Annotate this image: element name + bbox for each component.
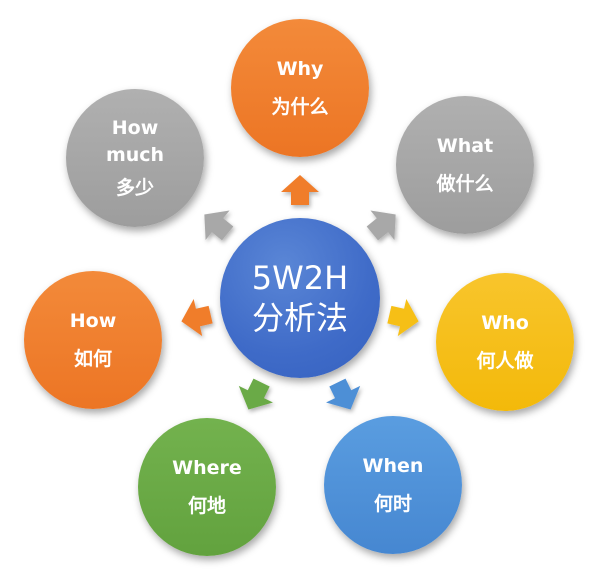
node-what-en: What bbox=[436, 134, 494, 157]
node-where: Where 何地 bbox=[138, 418, 276, 556]
arrow-why-icon bbox=[281, 175, 319, 205]
node-what-zh: 做什么 bbox=[436, 172, 494, 195]
node-what: What 做什么 bbox=[396, 96, 534, 234]
node-how-much-en: How much bbox=[105, 116, 165, 166]
node-where-zh: 何地 bbox=[187, 494, 226, 517]
arrow-how-much-icon bbox=[192, 199, 240, 249]
node-who-en: Who bbox=[481, 311, 529, 334]
arrow-where-icon bbox=[231, 374, 279, 418]
center-title-zh: 分析法 bbox=[251, 299, 348, 337]
node-how-much-zh: 多少 bbox=[115, 176, 154, 199]
node-how-en: How bbox=[69, 309, 117, 332]
arrow-when-icon bbox=[320, 374, 368, 418]
node-where-en: Where bbox=[172, 456, 242, 479]
node-when-en: When bbox=[362, 454, 424, 477]
node-how-zh: 如何 bbox=[73, 347, 112, 370]
node-when: When 何时 bbox=[324, 416, 462, 554]
node-why-en: Why bbox=[276, 57, 324, 80]
node-how: How 如何 bbox=[24, 271, 162, 409]
arrow-what-icon bbox=[360, 199, 408, 249]
node-why-zh: 为什么 bbox=[271, 95, 329, 118]
node-how-much: How much 多少 bbox=[66, 89, 204, 227]
node-when-zh: 何时 bbox=[373, 492, 412, 515]
center-title-en: 5W2H bbox=[251, 259, 349, 297]
node-why: Why 为什么 bbox=[231, 19, 369, 157]
node-who: Who 何人做 bbox=[436, 273, 574, 411]
node-who-zh: 何人做 bbox=[476, 349, 534, 372]
arrow-who-icon bbox=[385, 296, 423, 340]
center-hub-5w2h: 5W2H 分析法 bbox=[220, 218, 380, 378]
arrow-how-icon bbox=[177, 296, 215, 340]
